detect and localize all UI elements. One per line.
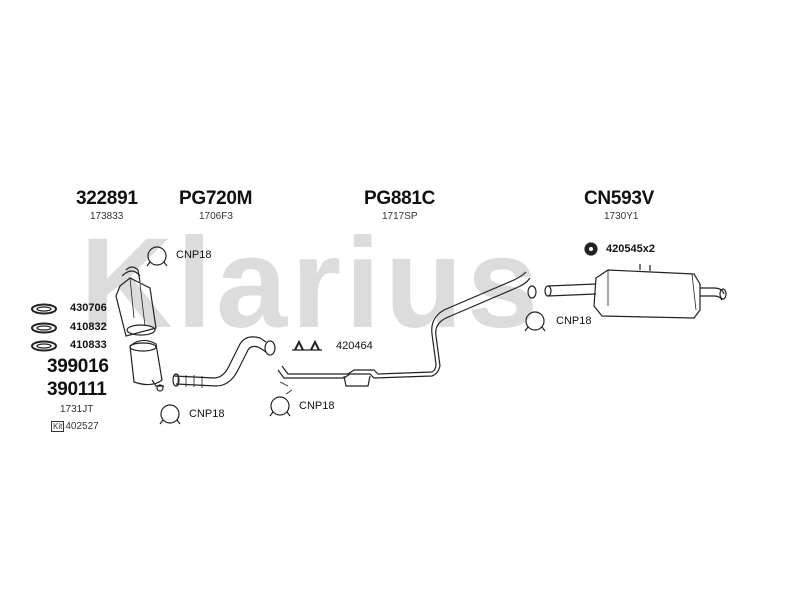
gasket-icon-3 xyxy=(31,340,57,352)
gasket-code: 410832 xyxy=(70,321,107,333)
rubber-mount-code: 420464 xyxy=(336,340,373,352)
gasket-code: 430706 xyxy=(70,302,107,314)
group-sub-code: 1706F3 xyxy=(199,211,233,222)
clamp-code: CNP18 xyxy=(299,400,335,412)
group-main-code: 322891 xyxy=(76,188,138,209)
part-code: 399016 xyxy=(47,356,109,377)
part-sub-code: 1731JT xyxy=(60,404,94,415)
clamp-icon-4 xyxy=(269,396,291,417)
particle-filter-icon xyxy=(129,339,164,392)
bolt-icon xyxy=(584,242,598,256)
group-main-code: PG881C xyxy=(364,188,436,209)
group-sub-code: 173833 xyxy=(90,211,124,222)
clamp-code: CNP18 xyxy=(556,315,592,327)
kit-badge: Kit xyxy=(51,421,65,432)
gasket-icon-1 xyxy=(31,303,57,315)
rear-silencer-icon xyxy=(544,264,727,319)
gasket-code: 410833 xyxy=(70,339,107,351)
clamp-code: CNP18 xyxy=(189,408,225,420)
bolt-code: 420545x2 xyxy=(606,243,655,255)
gasket-icon-2 xyxy=(31,322,57,334)
intermediate-pipe-icon xyxy=(277,271,537,395)
catalytic-converter-icon xyxy=(115,266,157,337)
kit-code: 402527 xyxy=(65,421,99,432)
group-main-code: PG720M xyxy=(179,188,253,209)
clamp-code: CNP18 xyxy=(176,249,212,261)
clamp-icon-1 xyxy=(146,246,168,267)
group-sub-code: 1717SP xyxy=(382,211,418,222)
watermark-text: Klarius xyxy=(80,222,542,342)
part-code: 390111 xyxy=(47,379,107,400)
watermark-logo: Klarius xyxy=(80,222,542,342)
group-sub-code: 1730Y1 xyxy=(604,211,639,222)
front-pipe-icon xyxy=(172,336,276,388)
rubber-mount-icon xyxy=(292,339,322,351)
clamp-icon-3 xyxy=(159,404,181,425)
group-main-code: CN593V xyxy=(584,188,655,209)
clamp-icon-2 xyxy=(524,311,546,332)
